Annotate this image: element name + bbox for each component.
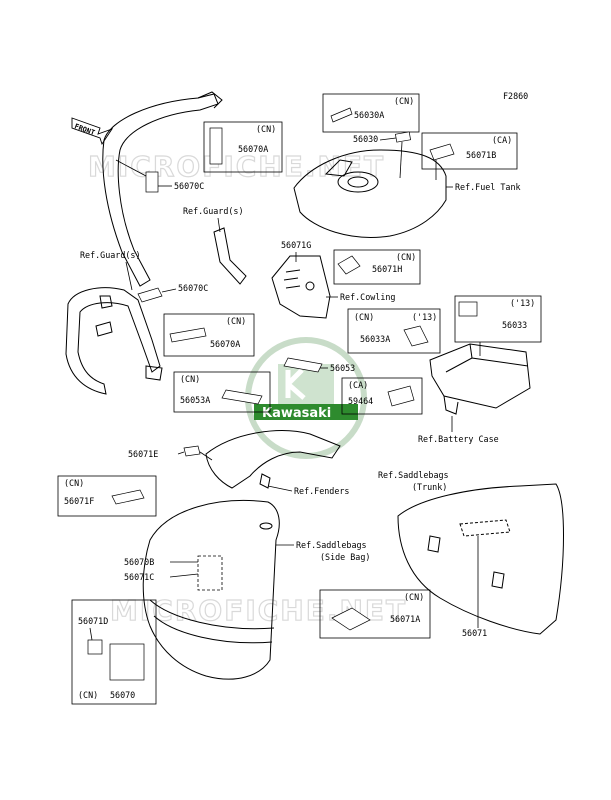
sticker-56070a-mid-icon — [169, 327, 207, 343]
region-13-56033a: ('13) — [412, 312, 437, 322]
box-56071h — [333, 249, 421, 285]
front-arrow-icon: FRONT — [71, 117, 114, 146]
sticker-56071f-icon — [111, 489, 145, 505]
label-56071c: 56071C — [124, 572, 154, 582]
label-56070a-top: 56070A — [238, 144, 268, 154]
region-cn-56070: (CN) — [78, 690, 98, 700]
ref-fenders: Ref.Fenders — [294, 486, 349, 496]
label-56070c-mid: 56070C — [178, 283, 208, 293]
ref-saddlebags-side-1: Ref.Saddlebags — [296, 540, 367, 550]
ref-battery-case: Ref.Battery Case — [418, 434, 499, 444]
ref-guard-left: Ref.Guard(s) — [80, 250, 141, 260]
box-56030a — [322, 93, 420, 133]
logo-brand-text: Kawasaki — [262, 406, 331, 421]
label-56071d: 56071D — [78, 616, 108, 626]
label-56053a: 56053A — [180, 395, 210, 405]
sticker-56070c-mid-icon — [137, 287, 163, 303]
region-cn-56033a: (CN) — [354, 312, 374, 322]
fuel-tank-shape — [293, 149, 447, 238]
box-56033 — [454, 295, 542, 343]
label-56070: 56070 — [110, 690, 135, 700]
label-56033a: 56033A — [360, 334, 390, 344]
label-59464: 59464 — [348, 396, 373, 406]
sticker-56071b-icon — [429, 143, 455, 161]
diagram-id: F2860 — [503, 91, 528, 101]
side-saddlebag-shape — [142, 500, 280, 680]
sticker-56033a-icon — [403, 325, 429, 347]
label-56070b: 56070B — [124, 557, 154, 567]
ref-fuel-tank: Ref.Fuel Tank — [455, 182, 521, 192]
ref-saddlebags-side-2: (Side Bag) — [320, 552, 370, 562]
ref-cowling: Ref.Cowling — [340, 292, 395, 302]
region-cn-56070a-top: (CN) — [256, 124, 276, 134]
box-56071b — [421, 132, 518, 170]
label-56071g: 56071G — [281, 240, 311, 250]
fender-shape — [205, 430, 341, 489]
sticker-56030-icon — [395, 131, 411, 143]
region-cn-56071f: (CN) — [64, 478, 84, 488]
label-56071b: 56071B — [466, 150, 496, 160]
box-56071d-56070 — [71, 599, 157, 705]
sticker-56053a-icon — [221, 389, 263, 405]
region-cn-56071a: (CN) — [404, 592, 424, 602]
ref-guard-upper: Ref.Guard(s) — [183, 206, 244, 216]
guard-lower-frame — [65, 287, 163, 395]
region-cn-56053a: (CN) — [180, 374, 200, 384]
box-56071f — [57, 475, 157, 517]
label-56033: 56033 — [502, 320, 527, 330]
sticker-56071h-icon — [337, 255, 361, 275]
box-56033a — [347, 308, 441, 354]
sticker-59464-icon — [387, 385, 415, 407]
label-56071e: 56071E — [128, 449, 158, 459]
label-56071: 56071 — [462, 628, 487, 638]
sticker-56070c-top-icon — [145, 171, 159, 193]
region-cn-56030a: (CN) — [394, 96, 414, 106]
label-56070c-top: 56070C — [174, 181, 204, 191]
kawasaki-logo: Kawasaki — [245, 337, 367, 459]
sticker-56070a-top-icon — [209, 127, 223, 165]
label-56071a: 56071A — [390, 614, 420, 624]
box-56071a — [319, 589, 431, 639]
region-ca-56071b: (CA) — [492, 135, 512, 145]
region-cn-56071h: (CN) — [396, 252, 416, 262]
sticker-56030a-icon — [330, 107, 353, 123]
box-56053a — [173, 371, 271, 413]
label-56071f: 56071F — [64, 496, 94, 506]
label-56030a: 56030A — [354, 110, 384, 120]
battery-case-shape — [429, 343, 531, 415]
sticker-56033-icon — [458, 301, 478, 317]
sticker-56070-icon — [109, 643, 145, 681]
box-56070a-mid — [163, 313, 255, 357]
region-cn-56070a-mid: (CN) — [226, 316, 246, 326]
sticker-56071a-icon — [331, 607, 371, 631]
ref-saddlebags-trunk-1: Ref.Saddlebags — [378, 470, 449, 480]
region-ca-59464: (CA) — [348, 380, 368, 390]
ref-saddlebags-trunk-2: (Trunk) — [412, 482, 447, 492]
sticker-56071e-icon — [183, 445, 201, 457]
trunk-saddlebag-shape — [397, 483, 564, 635]
label-56030: 56030 — [353, 134, 378, 144]
label-56053: 56053 — [330, 363, 355, 373]
label-56070a-mid: 56070A — [210, 339, 240, 349]
label-56071h: 56071H — [372, 264, 402, 274]
sticker-56071d-icon — [87, 639, 103, 655]
box-56070a-top — [203, 121, 283, 173]
front-arrow-label: FRONT — [73, 122, 96, 137]
cowling-shape — [271, 255, 331, 319]
box-59464 — [341, 377, 423, 415]
watermark-top: MICROFICHE.NET — [88, 150, 385, 183]
sticker-56053-icon — [283, 357, 323, 373]
guard-upper-frame — [102, 91, 247, 287]
region-13-56033: ('13) — [510, 298, 535, 308]
